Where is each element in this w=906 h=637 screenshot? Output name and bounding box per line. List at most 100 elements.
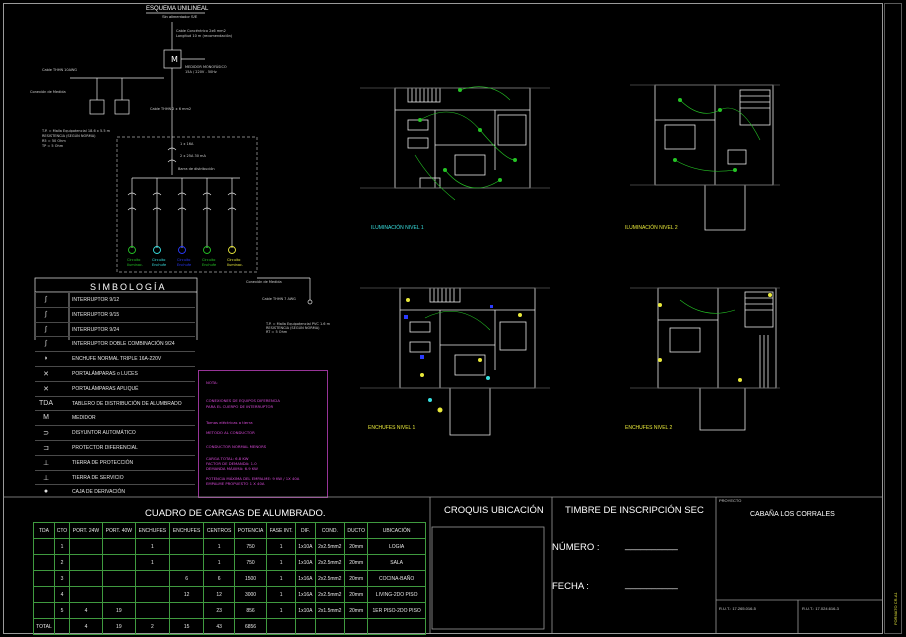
svg-text:T.P. = Malla Equipotencial 18.: T.P. = Malla Equipotencial 18.6 x 5.5 m	[41, 129, 111, 133]
loads-total-cell	[344, 618, 369, 635]
symbology-row: ∫INTERRUPTOR 9/24	[35, 321, 195, 337]
symbology-label: ENCHUFE NORMAL TRIPLE 16A-220V	[72, 356, 162, 363]
switch-9-12-icon: ∫	[45, 296, 47, 303]
loads-header-cell: CTO	[53, 522, 71, 539]
loads-header-cell: PORT. 24W	[69, 522, 103, 539]
breaker-icon: ⊃	[43, 430, 49, 438]
caption-ench-n2: ENCHUFES NIVEL 2	[625, 425, 673, 431]
symbology-row: ⊥TIERRA DE SERVICIO	[35, 469, 195, 485]
loads-cell	[33, 586, 55, 603]
loads-cell: SALA	[367, 554, 426, 571]
loads-cell	[33, 538, 55, 555]
svg-text:2 x 25A 30 mA: 2 x 25A 30 mA	[180, 154, 206, 158]
symbology-label: TIERRA DE SERVICIO	[72, 474, 124, 481]
symbology-label: INTERRUPTOR 9/24	[72, 326, 120, 333]
loads-cell: 3	[53, 570, 71, 587]
loads-cell: 2x2.5mm2	[314, 538, 346, 555]
loads-cell: LOGIA	[367, 538, 426, 555]
loads-cell: 1x10A	[295, 538, 316, 555]
loads-cell	[134, 602, 170, 619]
symbology-row: ✕PORTALÁMPARAS APLIQUÉ	[35, 380, 195, 396]
numero-field: __________	[625, 540, 678, 551]
symbology-row: ●CAJA DE DERIVACIÓN	[35, 484, 195, 499]
loads-cell: 2x2.5mm2	[314, 586, 346, 603]
symbology-row: ⊥TIERRA DE PROTECCIÓN	[35, 454, 195, 470]
svg-text:RESISTENCIA (SEGÚN NORMA): RESISTENCIA (SEGÚN NORMA)	[42, 133, 96, 138]
loads-cell: 2x2.5mm2	[314, 554, 346, 571]
fecha-label: FECHA :	[552, 581, 589, 592]
svg-text:NOTA:: NOTA:	[206, 380, 218, 385]
loads-cell: 1	[203, 554, 235, 571]
svg-text:CARGA TOTAL: 6.8 KW: CARGA TOTAL: 6.8 KW	[206, 456, 249, 461]
loads-cell	[101, 554, 136, 571]
svg-text:Enchufe: Enchufe	[177, 263, 191, 267]
switch-9-15-icon: ∫	[45, 310, 47, 318]
symbology-row: ∫INTERRUPTOR 9/15	[35, 306, 195, 322]
loads-cell: 2x1.5mm2	[314, 602, 346, 619]
loads-cell: 12	[203, 586, 235, 603]
symbology-row: ∫INTERRUPTOR DOBLE COMBINACIÓN 9/24	[35, 336, 195, 351]
svg-text:Iluminac.: Iluminac.	[227, 263, 243, 267]
loads-cell	[69, 554, 103, 571]
loads-total-cell	[367, 618, 426, 635]
loads-cell: 2	[53, 554, 71, 571]
croquis-title: CROQUIS UBICACIÓN	[444, 505, 544, 516]
loads-cell: 12	[168, 586, 205, 603]
loads-cell: 1x10A	[295, 554, 316, 571]
svg-text:15A / 220V - 50Hz: 15A / 220V - 50Hz	[185, 70, 217, 74]
symbology-label: INTERRUPTOR 9/12	[72, 297, 120, 303]
svg-text:T.P. = Malla Equipotencial PVC: T.P. = Malla Equipotencial PVC 1.6 m	[265, 322, 331, 326]
outlet-icon: ◗	[43, 355, 49, 363]
svg-text:METODO AL CONDUCTOR: METODO AL CONDUCTOR	[206, 430, 255, 435]
symbology-label: DISYUNTOR AUTOMÁTICO	[72, 430, 136, 437]
symbology-title: SIMBOLOGÍA	[90, 282, 167, 292]
svg-text:TP = 5 Ohm: TP = 5 Ohm	[41, 144, 64, 148]
svg-text:Tomas eléctricas a tierra: Tomas eléctricas a tierra	[205, 420, 253, 425]
loads-cell: 3000	[233, 586, 268, 603]
wall-lamp-icon: ✕	[43, 385, 49, 393]
svg-text:Circuito: Circuito	[152, 258, 165, 262]
lamp-icon: ✕	[43, 371, 49, 378]
rut-right: R.U.T.: 17.024.616-3	[802, 606, 839, 611]
loads-cell: 6	[203, 570, 235, 587]
loads-cell	[134, 586, 170, 603]
svg-text:Barra de distribución: Barra de distribución	[178, 167, 215, 171]
loads-header-cell: CENTROS	[203, 522, 235, 539]
loads-cell: 2x2.5mm2	[314, 570, 346, 587]
meter-symbol: M	[171, 55, 178, 64]
numero-label: NÚMERO :	[552, 542, 600, 553]
loads-cell	[168, 602, 205, 619]
loads-cell: 19	[101, 602, 136, 619]
loads-cell: 20mm	[344, 586, 369, 603]
loads-cell: 6	[168, 570, 205, 587]
loads-header-cell: ENCHUFES	[168, 522, 205, 539]
svg-text:Circuito: Circuito	[127, 258, 140, 262]
symbology-row: ⊐PROTECTOR DIFERENCIAL	[35, 440, 195, 455]
loads-total-cell: 15	[168, 618, 205, 635]
svg-text:Circuito: Circuito	[227, 258, 240, 262]
svg-text:Longitud 10 m (recomendación): Longitud 10 m (recomendación)	[176, 34, 233, 38]
svg-text:RT = 5 Ohm: RT = 5 Ohm	[266, 330, 288, 334]
loads-cell	[134, 570, 170, 587]
loads-cell: 1	[266, 554, 297, 571]
loads-cell: 1x10A	[295, 602, 316, 619]
loads-cell: 1	[266, 602, 297, 619]
panel-icon: TDA	[39, 399, 53, 407]
symbology-label: PORTALÁMPARAS o LUCES	[72, 371, 138, 377]
caption-ilum-n1: ILUMINACIÓN NIVEL 1	[371, 225, 424, 231]
loads-cell: 750	[233, 554, 268, 571]
loads-total-cell: 2	[134, 618, 170, 635]
svg-text:Enchufe: Enchufe	[152, 263, 166, 267]
loads-cell: COCINA-BAÑO	[367, 570, 426, 587]
loads-cell: 1x16A	[295, 570, 316, 587]
loads-cell: 1	[134, 554, 170, 571]
svg-text:DEMANDA MÁXIMA: 6.9 KW: DEMANDA MÁXIMA: 6.9 KW	[206, 466, 258, 471]
proyecto-header: PROYECTO	[719, 498, 742, 503]
loads-cell: 1	[266, 538, 297, 555]
junction-box-icon: ●	[43, 488, 49, 496]
